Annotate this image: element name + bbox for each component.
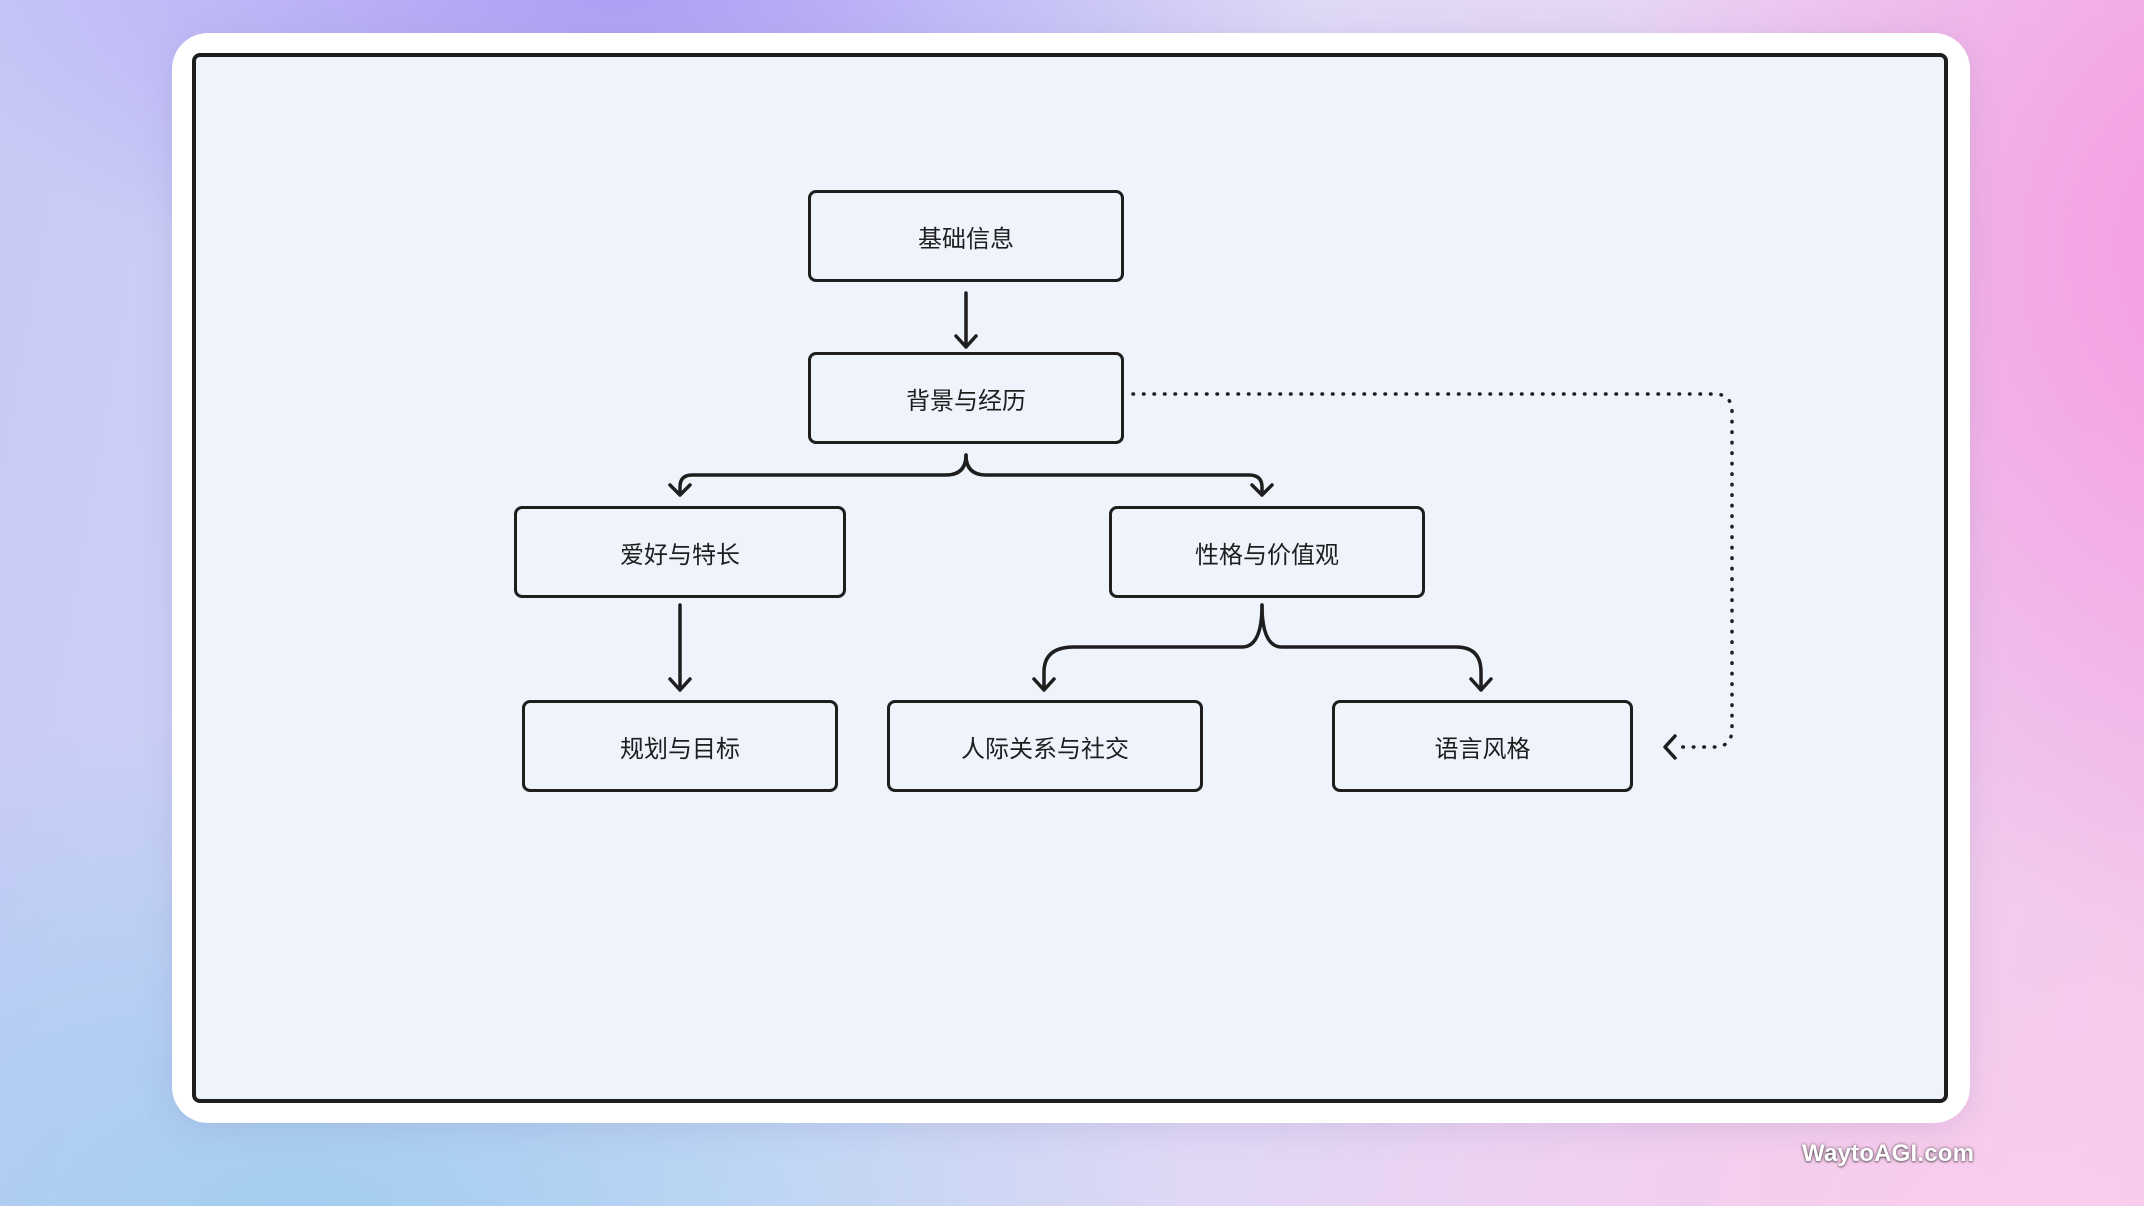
edge-personality-to-social — [1032, 603, 1264, 692]
edge-hobbies-to-planning — [668, 603, 692, 692]
node-planning-label: 规划与目标 — [620, 734, 740, 763]
node-language: 语言风格 — [1332, 700, 1633, 792]
node-personality-label: 性格与价值观 — [1195, 540, 1339, 569]
edge-background-to-personality — [964, 453, 1274, 497]
diagram-card: 基础信息 背景与经历 爱好与特长 性格与价值观 规划与目标 人际关系与社交 语言… — [172, 33, 1970, 1123]
edge-basic-info-to-background — [954, 291, 978, 349]
node-hobbies: 爱好与特长 — [514, 506, 846, 598]
diagram-edges — [668, 291, 1734, 760]
node-basic-info-label: 基础信息 — [918, 224, 1014, 253]
edge-background-to-hobbies — [668, 453, 968, 497]
node-social-label: 人际关系与社交 — [961, 734, 1129, 763]
edge-background-to-language-arrowhead — [1663, 734, 1677, 760]
node-personality: 性格与价值观 — [1109, 506, 1425, 598]
edge-background-to-language-dotted — [1131, 392, 1734, 749]
edge-personality-to-language — [1260, 603, 1493, 692]
node-basic-info: 基础信息 — [808, 190, 1124, 282]
node-planning: 规划与目标 — [522, 700, 838, 792]
node-hobbies-label: 爱好与特长 — [620, 540, 740, 569]
diagram-canvas: 基础信息 背景与经历 爱好与特长 性格与价值观 规划与目标 人际关系与社交 语言… — [192, 53, 1948, 1103]
node-background: 背景与经历 — [808, 352, 1124, 444]
node-language-label: 语言风格 — [1434, 734, 1531, 763]
watermark: WaytoAGI.com — [1802, 1140, 1975, 1167]
node-social: 人际关系与社交 — [887, 700, 1203, 792]
node-background-label: 背景与经历 — [906, 386, 1026, 415]
